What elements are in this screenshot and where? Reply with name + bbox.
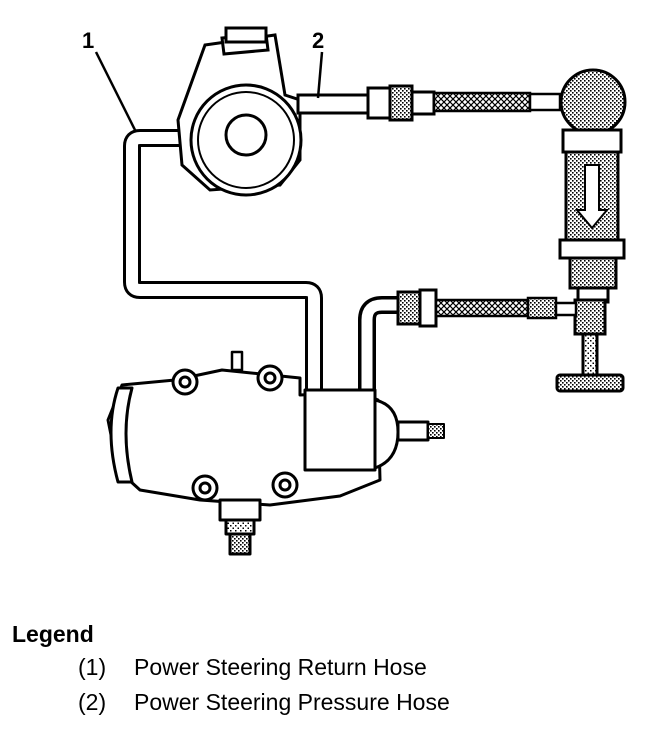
callout-1: 1 bbox=[82, 28, 95, 53]
legend-item: (2) Power Steering Pressure Hose bbox=[78, 688, 652, 715]
steering-gear bbox=[106, 350, 445, 556]
pressure-hose bbox=[296, 84, 562, 122]
legend: Legend (1) Power Steering Return Hose (2)… bbox=[12, 621, 652, 724]
power-steering-diagram bbox=[94, 26, 627, 556]
return-hose bbox=[123, 129, 323, 404]
callout-2: 2 bbox=[312, 28, 325, 53]
callout-leaders bbox=[94, 51, 324, 133]
power-steering-pump bbox=[176, 26, 303, 197]
legend-item: (1) Power Steering Return Hose bbox=[78, 654, 652, 681]
pressure-gauge-assembly bbox=[555, 68, 627, 393]
legend-item-number: (1) bbox=[78, 654, 107, 681]
legend-item-text: Power Steering Return Hose bbox=[134, 654, 427, 681]
legend-item-number: (2) bbox=[78, 688, 107, 715]
legend-title: Legend bbox=[12, 621, 94, 647]
gear-supply-hose bbox=[358, 296, 409, 404]
gauge-outlet-hose bbox=[396, 288, 578, 328]
legend-item-text: Power Steering Pressure Hose bbox=[134, 688, 450, 715]
